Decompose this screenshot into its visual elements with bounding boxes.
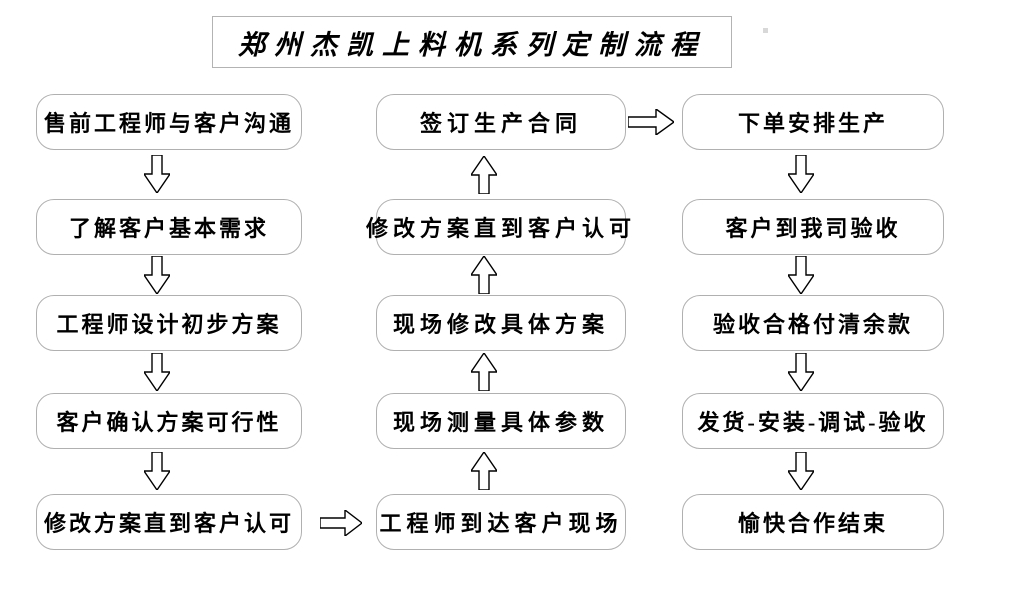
flow-node-left-2: 了解客户基本需求: [36, 199, 302, 255]
flowchart-title: 郑州杰凯上料机系列定制流程: [212, 16, 732, 68]
flow-node-label: 了解客户基本需求: [68, 216, 269, 241]
flow-node-right-2: 客户到我司验收: [682, 199, 944, 255]
flow-node-middle-2: 修改方案直到客户认可: [366, 199, 631, 255]
flow-node-label: 修改方案直到客户认可: [43, 511, 294, 536]
down-arrow-icon: [788, 452, 814, 490]
up-arrow-icon: [471, 452, 497, 490]
flow-node-label: 售前工程师与客户沟通: [43, 111, 294, 136]
flow-node-right-5: 愉快合作结束: [682, 494, 944, 550]
right-arrow-icon: [628, 109, 674, 135]
flow-node-middle-4: 现场测量具体参数: [376, 393, 626, 449]
up-arrow-icon: [471, 256, 497, 294]
flow-node-right-1: 下单安排生产: [682, 94, 944, 150]
down-arrow-icon: [788, 256, 814, 294]
flow-node-left-1: 售前工程师与客户沟通: [36, 94, 302, 150]
flow-node-label: 发货-安装-调试-验收: [697, 410, 929, 435]
up-arrow-icon: [471, 353, 497, 391]
flow-node-label: 工程师设计初步方案: [56, 312, 282, 337]
up-arrow-icon: [471, 156, 497, 194]
down-arrow-icon: [144, 256, 170, 294]
flow-node-left-5: 修改方案直到客户认可: [36, 494, 302, 550]
down-arrow-icon: [788, 155, 814, 193]
flow-node-left-3: 工程师设计初步方案: [36, 295, 302, 351]
down-arrow-icon: [144, 353, 170, 391]
flow-node-middle-5: 工程师到达客户现场: [376, 494, 626, 550]
flow-node-label: 修改方案直到客户认可: [366, 216, 637, 241]
flowchart-title-text: 郑州杰凯上料机系列定制流程: [238, 29, 706, 60]
flow-node-label: 愉快合作结束: [737, 511, 888, 536]
down-arrow-icon: [144, 452, 170, 490]
right-arrow-icon: [320, 510, 362, 536]
down-arrow-icon: [144, 155, 170, 193]
artifact-dot: [763, 28, 768, 33]
flow-node-middle-1: 签订生产合同: [376, 94, 626, 150]
flow-node-label: 下单安排生产: [737, 111, 888, 136]
flow-node-label: 验收合格付清余款: [712, 312, 913, 337]
flow-node-right-3: 验收合格付清余款: [682, 295, 944, 351]
flow-node-label: 工程师到达客户现场: [379, 511, 623, 536]
flow-node-label: 现场修改具体方案: [392, 312, 609, 337]
flow-node-label: 现场测量具体参数: [392, 410, 609, 435]
flow-node-left-4: 客户确认方案可行性: [36, 393, 302, 449]
flow-node-middle-3: 现场修改具体方案: [376, 295, 626, 351]
flow-node-right-4: 发货-安装-调试-验收: [682, 393, 944, 449]
flow-node-label: 签订生产合同: [419, 111, 582, 136]
flow-node-label: 客户确认方案可行性: [56, 410, 282, 435]
down-arrow-icon: [788, 353, 814, 391]
flow-node-label: 客户到我司验收: [725, 216, 901, 241]
